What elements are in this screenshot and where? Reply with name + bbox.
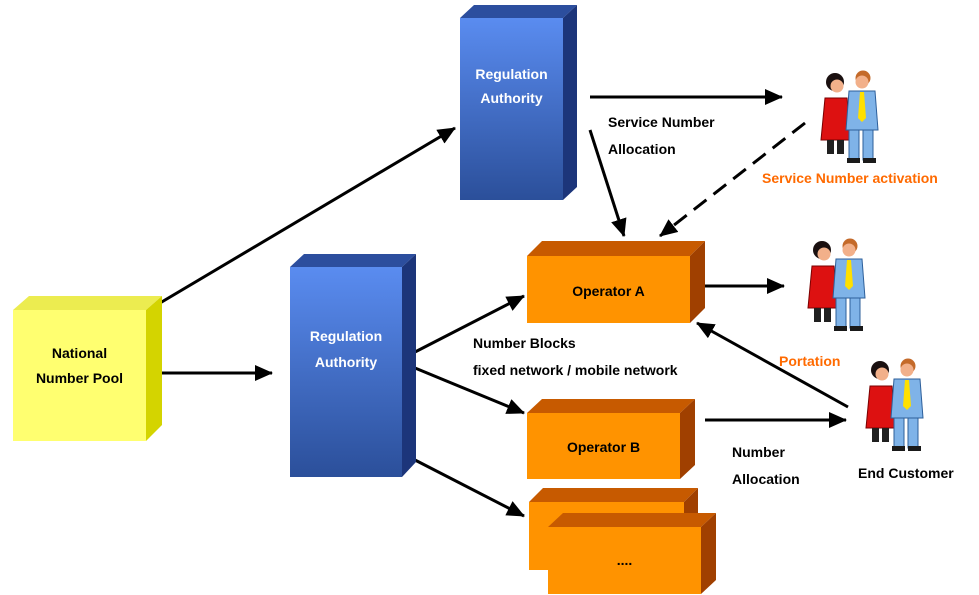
customer-couple-icon [865,358,924,451]
service-number-allocation-line1: Service Number [608,114,715,130]
operator-b-box [527,399,695,479]
operator-b-label: Operator B [566,439,641,455]
operator-b-top-face [527,399,695,413]
national-number-pool-box [13,296,162,441]
number-allocation-label: Number Allocation [732,444,800,488]
operator-a-top-face [527,241,705,256]
authority-main-front-face [290,267,402,477]
operator-more-front-top-face [548,513,716,527]
number-blocks-label: Number Blocks fixed network / mobile net… [473,335,678,379]
authority-main-line2: Authority [314,354,378,370]
customer-couple-icon [820,70,879,163]
operator-b-side-face [680,399,695,479]
operator-more-box [529,488,716,594]
national-pool-label: National Number Pool [13,345,146,387]
operator-b-front-face [527,413,680,479]
pool-front-face [13,310,146,441]
number-blocks-line1: Number Blocks [473,335,576,351]
authority-top-label: Regulation Authority [460,66,563,107]
authority-top-top-face [460,5,577,18]
arrow-pool-to-authority-top [159,126,456,305]
authority-top-line2: Authority [480,90,543,106]
pool-side-face [146,296,162,441]
operator-a-side-face [690,241,705,323]
authority-main-label: Regulation Authority [290,328,402,371]
customer-couple-icon [807,238,866,331]
service-number-allocation-line2: Allocation [608,141,676,157]
service-number-allocation-label: Service Number Allocation [608,114,715,158]
authority-main-line1: Regulation [309,328,383,344]
number-blocks-line2: fixed network / mobile network [473,362,678,378]
authority-main-top-face [290,254,416,267]
arrow-authority-main-to-operator-a [414,294,525,354]
authority-top-front-face [460,18,563,200]
operator-a-box [527,241,705,323]
number-allocation-line1: Number [732,444,785,460]
end-customer-label: End Customer [858,465,954,481]
national-pool-line2: Number Pool [35,370,124,386]
arrow-authority-top-to-operator-a [588,129,627,237]
arrow-authority-main-to-operator-more [414,458,525,518]
portation-label: Portation [779,353,841,369]
authority-top-line1: Regulation [475,66,548,82]
pool-top-face [13,296,162,310]
connectors [159,89,849,518]
operator-a-front-face [527,256,690,323]
arrow-portation [696,321,849,409]
regulation-authority-top-box [460,5,577,200]
authority-main-side-face [402,254,416,477]
regulation-authority-main-box [290,254,416,477]
authority-top-side-face [563,5,577,200]
number-allocation-line2: Allocation [732,471,800,487]
arrow-authority-main-to-operator-b [414,366,525,415]
operator-more-back-top-face [529,488,698,502]
arrow-customer-activation-dashed [659,121,806,238]
operator-more-front-face [548,527,701,594]
operator-more-front-side-face [701,513,716,594]
operator-more-label: .... [616,552,633,568]
service-number-activation-label: Service Number activation [762,170,938,186]
national-pool-line1: National [51,345,108,361]
operator-a-label: Operator A [572,283,645,299]
